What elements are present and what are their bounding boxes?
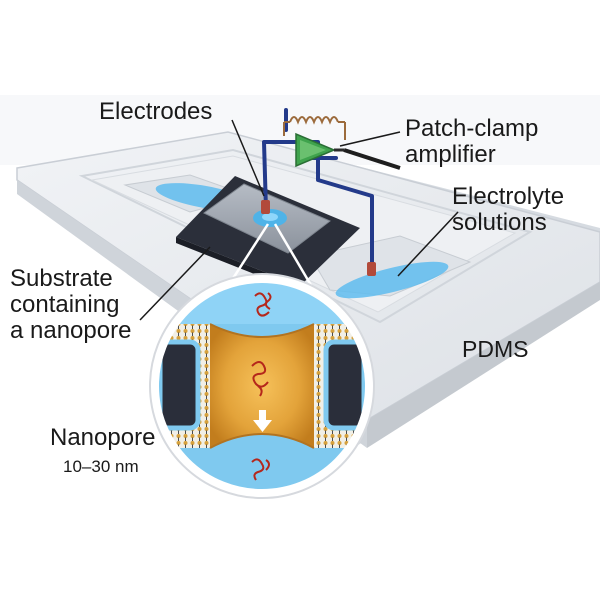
- electrode-tip-left: [261, 200, 270, 214]
- patch-clamp-amplifier-label: Patch-clamp amplifier: [405, 115, 539, 168]
- leader-lines: [139, 119, 459, 321]
- protein-molecules: [251, 292, 272, 481]
- nanopore-label: Nanopore: [50, 424, 156, 451]
- nanopore-zoom-inset: [149, 273, 375, 499]
- electrolyte-solutions-label: Electrolyte solutions: [452, 183, 565, 236]
- nanopore-size-label: 10–30 nm: [63, 457, 139, 476]
- chip: [203, 183, 331, 254]
- amplifier-icon: [295, 132, 401, 170]
- translocation-arrow: [253, 410, 272, 432]
- electrode-tip-right: [367, 262, 376, 276]
- resistor-coil: [283, 116, 346, 140]
- electrodes-label: Electrodes: [99, 98, 213, 125]
- substrate-label: Substrate containing a nanopore: [10, 265, 132, 344]
- pdms-label: PDMS: [462, 336, 529, 362]
